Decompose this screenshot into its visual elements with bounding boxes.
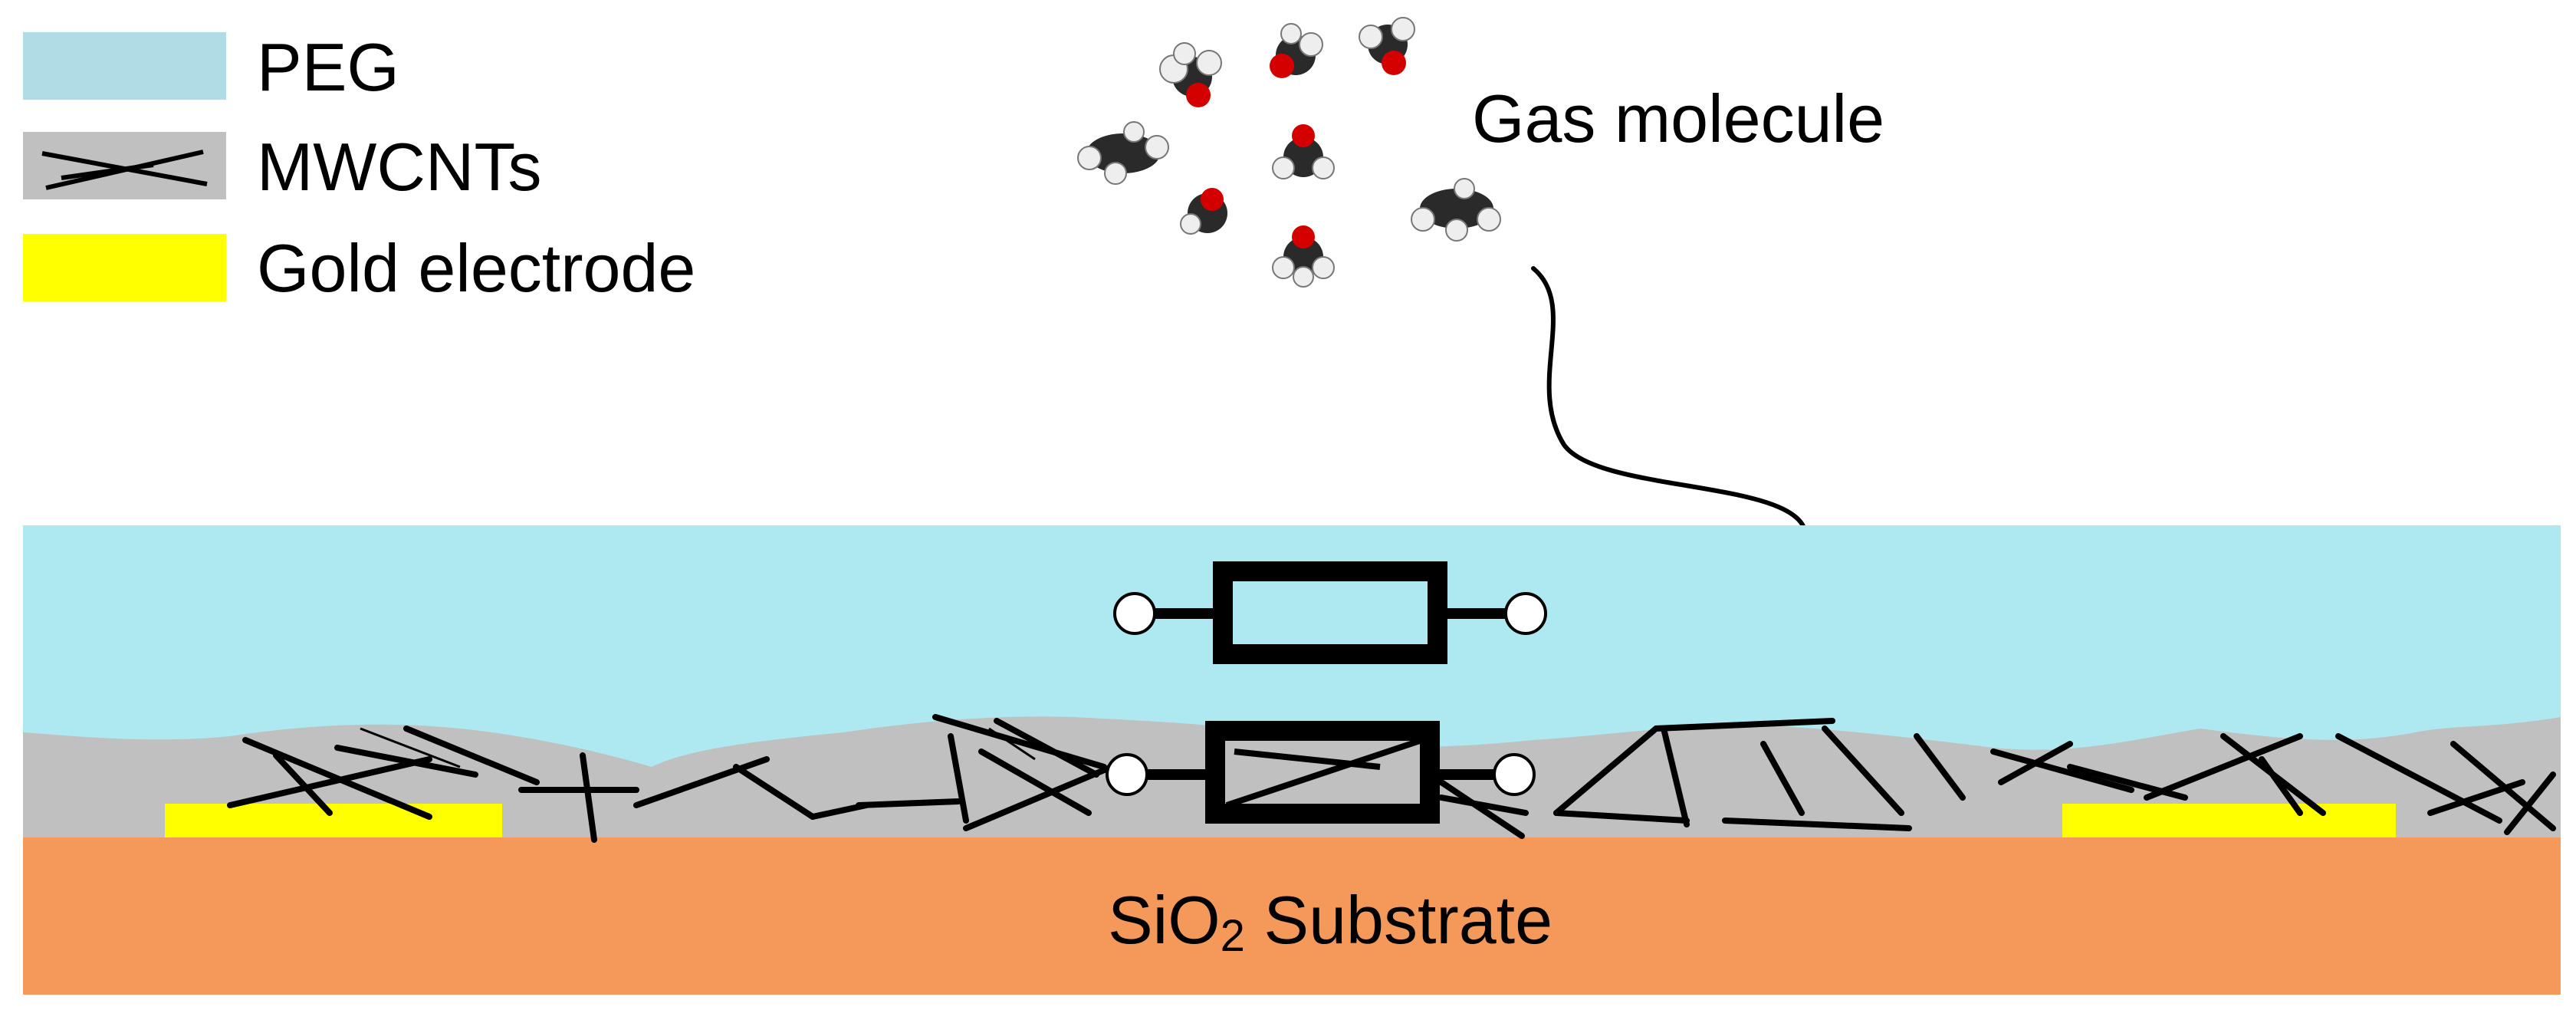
substrate-layer — [23, 837, 2561, 995]
substrate-label: SiO2 Substrate — [1108, 882, 1552, 961]
gas-molecule-icon — [1359, 17, 1415, 75]
gas-molecule-icon — [1159, 42, 1222, 107]
carbon-nanotubes — [227, 714, 2556, 843]
peg-swatch — [23, 32, 226, 100]
legend-label-gold-electrode: Gold electrode — [257, 230, 695, 306]
gas-molecules — [1077, 17, 1501, 288]
dipole-rectangle-icon — [1113, 561, 1547, 664]
gas-molecule-icon — [1180, 188, 1227, 235]
substrate-label-sub: 2 — [1221, 911, 1245, 961]
legend-label-peg: PEG — [257, 29, 399, 105]
substrate-label-main: SiO — [1108, 882, 1221, 958]
gas-molecule-icon — [1272, 124, 1335, 179]
gold-swatch — [23, 234, 226, 301]
gas-molecule-icon — [1411, 178, 1501, 242]
carbon-nanotubes-thin — [360, 727, 1036, 768]
gas-molecule-icon — [1270, 23, 1323, 78]
gas-molecule-icon — [1272, 225, 1335, 288]
gold-electrode-right — [2062, 804, 2396, 837]
gold-electrode-left — [165, 804, 502, 837]
legend-label-mwcnts: MWCNTs — [257, 129, 541, 205]
gas-molecule-icon — [1077, 121, 1169, 185]
mwcnt-swatch — [23, 132, 226, 199]
legend: PEG MWCNTs Gold electrode — [23, 29, 695, 306]
mwcnt-swatch-lines — [41, 150, 208, 190]
gas-molecule-label: Gas molecule — [1472, 81, 1884, 156]
substrate-label-rest: Substrate — [1245, 882, 1552, 958]
dipole-rectangle-icon — [1106, 721, 1536, 824]
